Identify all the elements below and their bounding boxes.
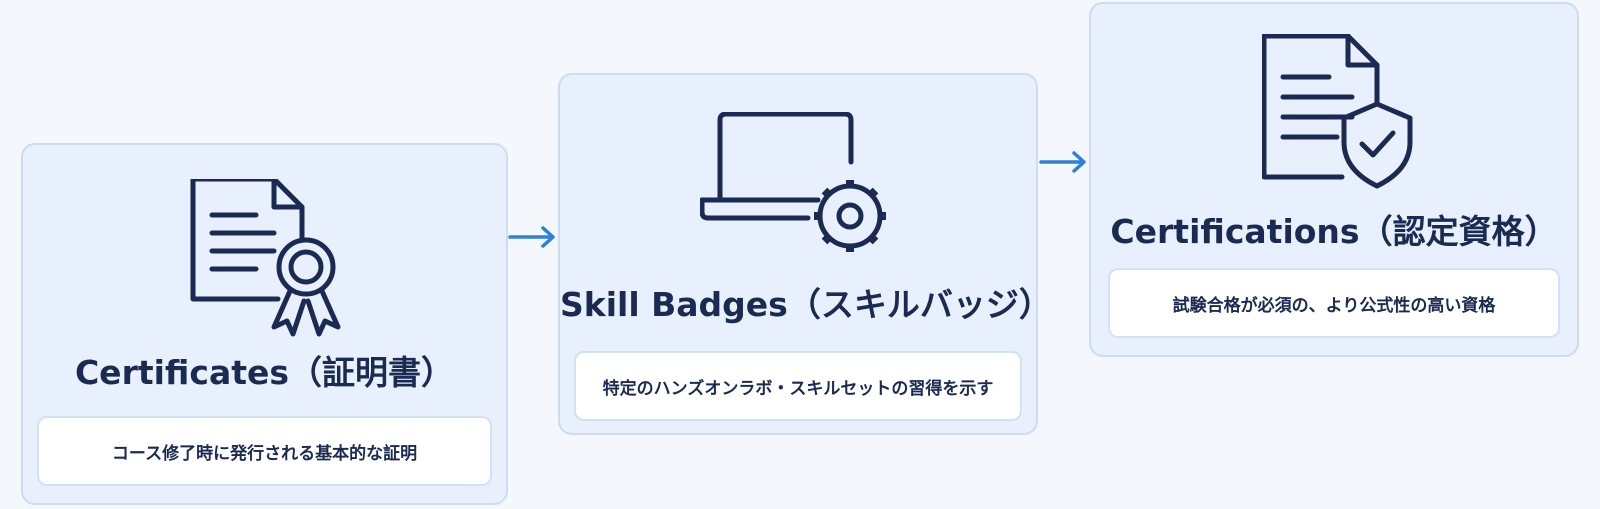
step-description: 試験合格が必須の、より公式性の高い資格 <box>1108 268 1560 338</box>
laptop-gear-icon <box>700 112 886 252</box>
step-description: コース修了時に発行される基本的な証明 <box>37 416 492 486</box>
document-shield-check-icon <box>1262 34 1413 189</box>
step-description: 特定のハンズオンラボ・スキルセットの習得を示す <box>574 351 1022 421</box>
step-title: Certificates（証明書） <box>74 353 455 392</box>
flow-arrow-icon <box>1039 151 1086 173</box>
step-title: Skill Badges（スキルバッジ） <box>560 285 1052 324</box>
step-card-certificates: Certificates（証明書） コース修了時に発行される基本的な証明 <box>21 143 508 505</box>
step-card-certifications: Certifications（認定資格） 試験合格が必須の、より公式性の高い資格 <box>1089 2 1579 357</box>
step-card-skill-badges: Skill Badges（スキルバッジ） 特定のハンズオンラボ・スキルセットの習… <box>558 73 1052 435</box>
flow-arrow-icon <box>508 226 555 248</box>
certificate-document-ribbon-icon <box>190 179 341 337</box>
step-title: Certifications（認定資格） <box>1110 212 1558 251</box>
